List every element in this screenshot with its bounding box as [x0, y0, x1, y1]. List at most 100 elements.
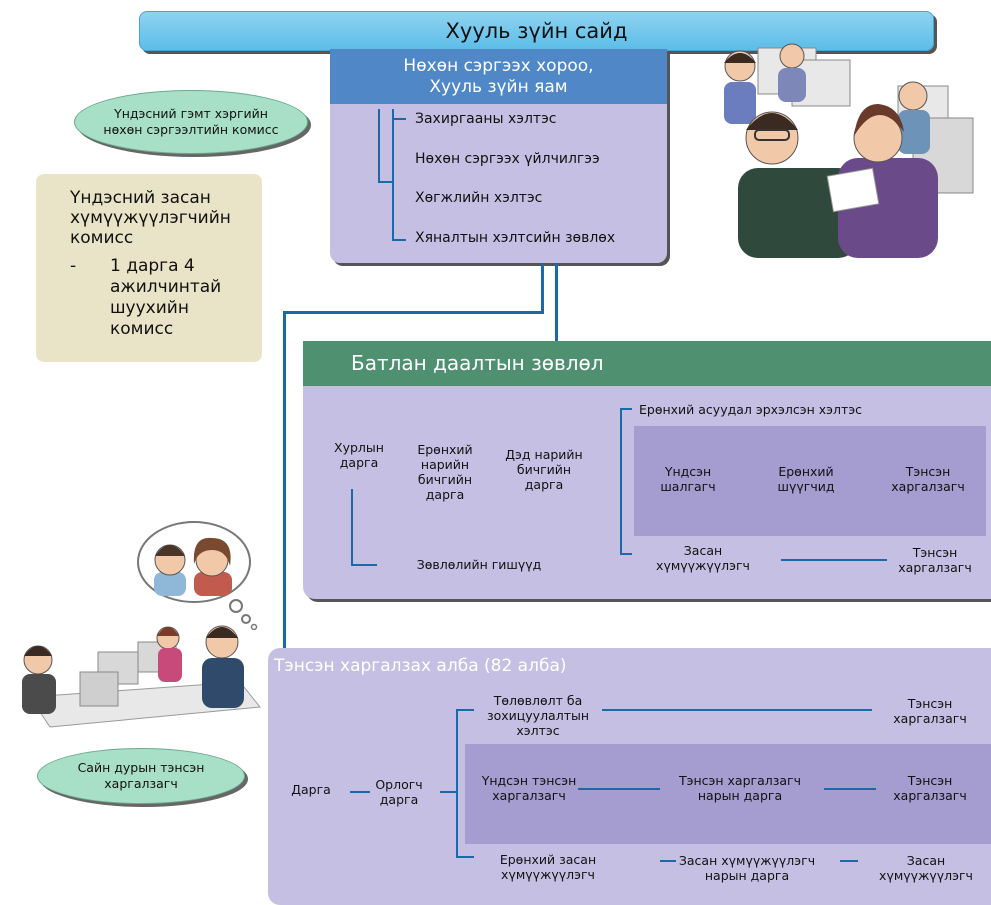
planning-dept-line2: зохицуулалтын [486, 708, 590, 723]
dept-bracket-v [620, 408, 622, 554]
office-people-illustration [724, 43, 974, 258]
deputy-secretary-line2: бичгийн [516, 462, 572, 477]
juvenile-bullet-line1: 1 дарга 4 [110, 256, 195, 276]
rehab-head-line-right [840, 860, 858, 862]
chief-officer-line [578, 788, 660, 790]
general-secretary-line2: нарийн [420, 457, 470, 472]
rehab-to-officer-line [781, 559, 887, 561]
ministry-bracket-2 [378, 181, 392, 183]
crime-rehab-commission: Үндэсний гэмт хэргийн нөхөн сэргээлтийн … [74, 90, 308, 154]
juvenile-title-line2: хүмүүжүүлэгчийн [70, 208, 231, 228]
rehab-officer: Засан хүмүүжүүлэгч [648, 543, 758, 573]
ministry-item-admin: Захиргааны хэлтэс [415, 111, 557, 127]
officer-mid: Тэнсэн харгалзагч [880, 773, 980, 803]
ministry-box: Нөхөн сэргээх хороо, Хууль зүйн яам Захи… [330, 49, 667, 263]
chief-inspector: Үндсэн шалгагч [643, 464, 733, 494]
deputy-secretary-line3: дарга [524, 477, 564, 492]
general-secretary-line4: дарга [425, 487, 465, 502]
probation-officer-a-line2: харгалзагч [891, 479, 965, 494]
members-line-h [351, 564, 377, 566]
probation-deputy-line2: дарга [379, 792, 419, 807]
general-secretary-line3: бичгийн [417, 472, 473, 487]
call-center-illustration [22, 625, 261, 728]
volunteer-line1: Сайн дурын тэнсэн [77, 760, 205, 775]
general-affairs-dept: Ерөнхий асуудал эрхэлсэн хэлтэс [639, 402, 863, 417]
guarantee-header: Батлан даалтын зөвлөл [303, 341, 991, 386]
rehab-head-line2: нарын дарга [704, 868, 790, 883]
probation-deputy: Орлогч дарга [366, 777, 432, 807]
probation-officer-b-line2: харгалзагч [898, 560, 972, 575]
ministry-tick-2 [392, 239, 406, 241]
commission-line2: нөхөн сэргээлтийн комисс [103, 122, 279, 137]
council-members: Зөвлөлийн гишүүд [416, 557, 542, 572]
volunteer-line2: харгалзагч [104, 776, 178, 791]
inspector-panel [634, 426, 986, 536]
probation-head: Дарга [291, 782, 331, 797]
probation-officer-a: Тэнсэн харгалзагч [878, 464, 978, 494]
general-secretary-line1: Ерөнхий [417, 442, 473, 457]
guarantee-title: Батлан даалтын зөвлөл [351, 351, 604, 375]
probation-service: Тэнсэн харгалзах алба (82 алба) Дарга Ор… [268, 648, 991, 905]
general-observers-line2: шүүгчид [777, 479, 835, 494]
probation-title: Тэнсэн харгалзах алба (82 алба) [274, 656, 567, 676]
ministry-header-line2: Хууль зүйн яам [429, 76, 568, 97]
juvenile-title: Үндэсний засан хүмүүжүүлэгчийн комисс [70, 188, 231, 248]
chief-rehab-officer-line1: Ерөнхий засан [499, 852, 597, 867]
juvenile-bullet-line3: шуухийн [110, 298, 189, 318]
members-line-v [351, 489, 353, 565]
rehab-officer-line2: хүмүүжүүлэгч [656, 558, 750, 573]
probation-bracket-v [456, 709, 458, 857]
ministry-bracket-1 [378, 109, 380, 183]
chief-rehab-officer-line2: хүмүүжүүлэгч [501, 867, 595, 882]
probation-officer-b-line1: Тэнсэн [912, 545, 958, 560]
ministry-item-development: Хөгжлийн хэлтэс [415, 190, 543, 206]
chief-inspector-line2: шалгагч [660, 479, 716, 494]
commission-line1: Үндэсний гэмт хэргийн [114, 106, 268, 121]
planning-dept: Төлөвлөлт ба зохицуулалтын хэлтэс [476, 693, 600, 738]
dept-bracket-top [620, 408, 632, 410]
council-chair-line1: Хурлын [334, 440, 384, 455]
probation-bracket-top [456, 709, 474, 711]
juvenile-bullet-line4: комисс [110, 319, 174, 339]
general-observers: Ерөнхий шүүгчид [761, 464, 851, 494]
thinking-couple-illustration [137, 521, 258, 630]
rehab-head-line-left [660, 860, 676, 862]
connector-to-probation [283, 311, 286, 651]
connector-ministry-left [541, 263, 544, 313]
juvenile-commission-box: Үндэсний засан хүмүүжүүлэгчийн комисс - … [36, 174, 262, 362]
chief-probation-officer-line1: Үндсэн тэнсэн [481, 773, 577, 788]
probation-bracket-bottom [456, 856, 474, 858]
officers-head-line2: нарын дарга [697, 788, 783, 803]
minister-title: Хууль зүйн сайд [445, 19, 628, 43]
ministry-header-line1: Нөхөн сэргээх хороо, [403, 55, 594, 76]
rehab-head: Засан хүмүүжүүлэгч нарын дарга [672, 853, 822, 883]
rehab-officer-line1: Засан [683, 543, 723, 558]
juvenile-bullet-text: 1 дарга 4 ажилчинтай шуухийн комисс [110, 256, 221, 340]
ministry-header: Нөхөн сэргээх хороо, Хууль зүйн яам [330, 49, 667, 104]
head-deputy-line [350, 791, 370, 793]
connector-horizontal [283, 311, 544, 314]
deputy-secretary-line1: Дэд нарийн [505, 447, 583, 462]
officers-head: Тэнсэн харгалзагч нарын дарга [660, 773, 820, 803]
officer-top-line1: Тэнсэн [907, 696, 953, 711]
chief-probation-officer-line2: харгалзагч [492, 788, 566, 803]
minister-bar: Хууль зүйн сайд [139, 11, 934, 51]
dept-bracket-bottom [620, 553, 632, 555]
general-secretary: Ерөнхий нарийн бичгийн дарга [407, 442, 483, 502]
officer-mid-line2: харгалзагч [893, 788, 967, 803]
chief-rehab-officer: Ерөнхий засан хүмүүжүүлэгч [488, 852, 608, 882]
probation-officer-b: Тэнсэн харгалзагч [885, 545, 985, 575]
probation-panel [465, 744, 991, 844]
planning-dept-line3: хэлтэс [516, 723, 560, 738]
rehab-officer-bottom: Засан хүмүүжүүлэгч [866, 853, 986, 883]
probation-deputy-line1: Орлогч [375, 777, 423, 792]
ministry-tick-1 [392, 118, 406, 120]
rehab-officer-bottom-line1: Засан [906, 853, 946, 868]
juvenile-title-line3: комисс [70, 228, 134, 248]
deputy-secretary: Дэд нарийн бичгийн дарга [501, 447, 587, 492]
council-chair: Хурлын дарга [321, 440, 397, 470]
officers-head-line1: Тэнсэн харгалзагч [678, 773, 801, 788]
connector-to-guarantee [555, 263, 558, 341]
juvenile-bullet-line2: ажилчинтай [110, 277, 222, 297]
ministry-bracket-3 [392, 109, 394, 241]
